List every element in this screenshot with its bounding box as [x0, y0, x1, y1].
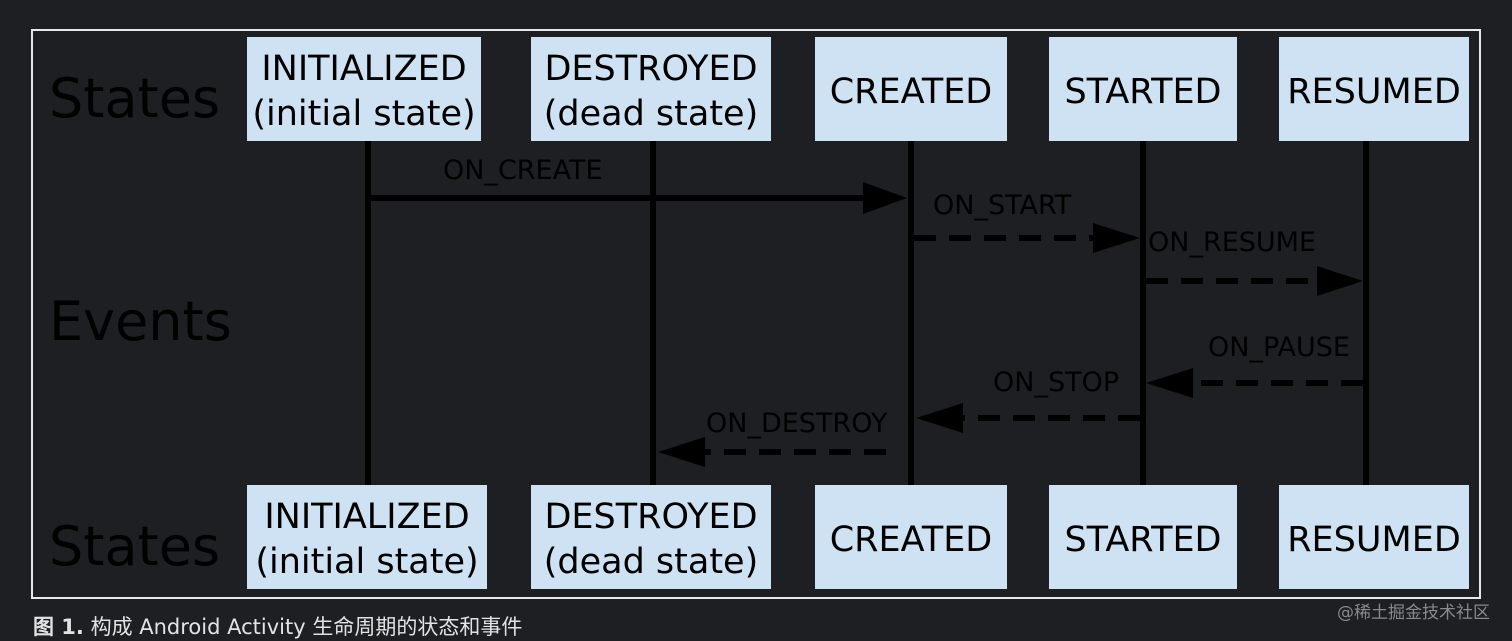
figure-number: 图 1. [33, 615, 84, 639]
event-on-pause: ON_PAUSE [1146, 332, 1363, 398]
state-destroyed-top: DESTROYED (dead state) [531, 37, 771, 141]
state-created-top: CREATED [815, 37, 1007, 141]
state-resumed-bottom: RESUMED [1279, 485, 1469, 589]
state-initialized-top: INITIALIZED (initial state) [247, 37, 481, 141]
event-label: ON_PAUSE [1208, 332, 1350, 363]
event-label: ON_CREATE [443, 155, 603, 186]
state-name: INITIALIZED [261, 49, 466, 89]
state-resumed-top: RESUMED [1279, 37, 1469, 141]
state-name: DESTROYED [544, 49, 757, 89]
state-name: RESUMED [1287, 72, 1461, 112]
state-name: CREATED [830, 72, 993, 112]
state-name: DESTROYED [544, 497, 757, 537]
state-created-bottom: CREATED [815, 485, 1007, 589]
event-on-destroy: ON_DESTROY [658, 408, 888, 467]
states-row-label-top: States [49, 67, 220, 130]
event-on-create: ON_CREATE [371, 155, 907, 214]
events-row-label: Events [49, 290, 232, 353]
event-label: ON_START [933, 190, 1072, 221]
event-on-resume: ON_RESUME [1146, 227, 1363, 296]
state-name: STARTED [1064, 72, 1221, 112]
figure-caption: 图 1. 构成 Android Activity 生命周期的状态和事件 [33, 611, 522, 641]
state-started-top: STARTED [1049, 37, 1237, 141]
state-name: STARTED [1064, 520, 1221, 560]
states-row-label-bottom: States [49, 515, 220, 578]
state-description: (initial state) [255, 542, 478, 582]
event-on-start: ON_START [914, 190, 1140, 253]
state-destroyed-bottom: DESTROYED (dead state) [531, 485, 771, 589]
figure-caption-text: 构成 Android Activity 生命周期的状态和事件 [83, 615, 523, 639]
lifecycle-diagram: States Events States INITIALIZED (initia… [49, 37, 1469, 589]
event-label: ON_RESUME [1148, 227, 1316, 258]
state-description: (dead state) [544, 542, 759, 582]
event-label: ON_STOP [993, 367, 1119, 398]
event-on-stop: ON_STOP [916, 367, 1140, 433]
state-description: (initial state) [252, 94, 475, 134]
state-started-bottom: STARTED [1049, 485, 1237, 589]
event-label: ON_DESTROY [706, 408, 888, 439]
state-initialized-bottom: INITIALIZED (initial state) [247, 485, 487, 589]
state-name: CREATED [830, 520, 993, 560]
state-name: INITIALIZED [264, 497, 469, 537]
state-name: RESUMED [1287, 520, 1461, 560]
watermark: @稀土掘金技术社区 [1337, 603, 1490, 623]
diagram-frame: States Events States INITIALIZED (initia… [31, 29, 1481, 599]
state-description: (dead state) [544, 94, 759, 134]
